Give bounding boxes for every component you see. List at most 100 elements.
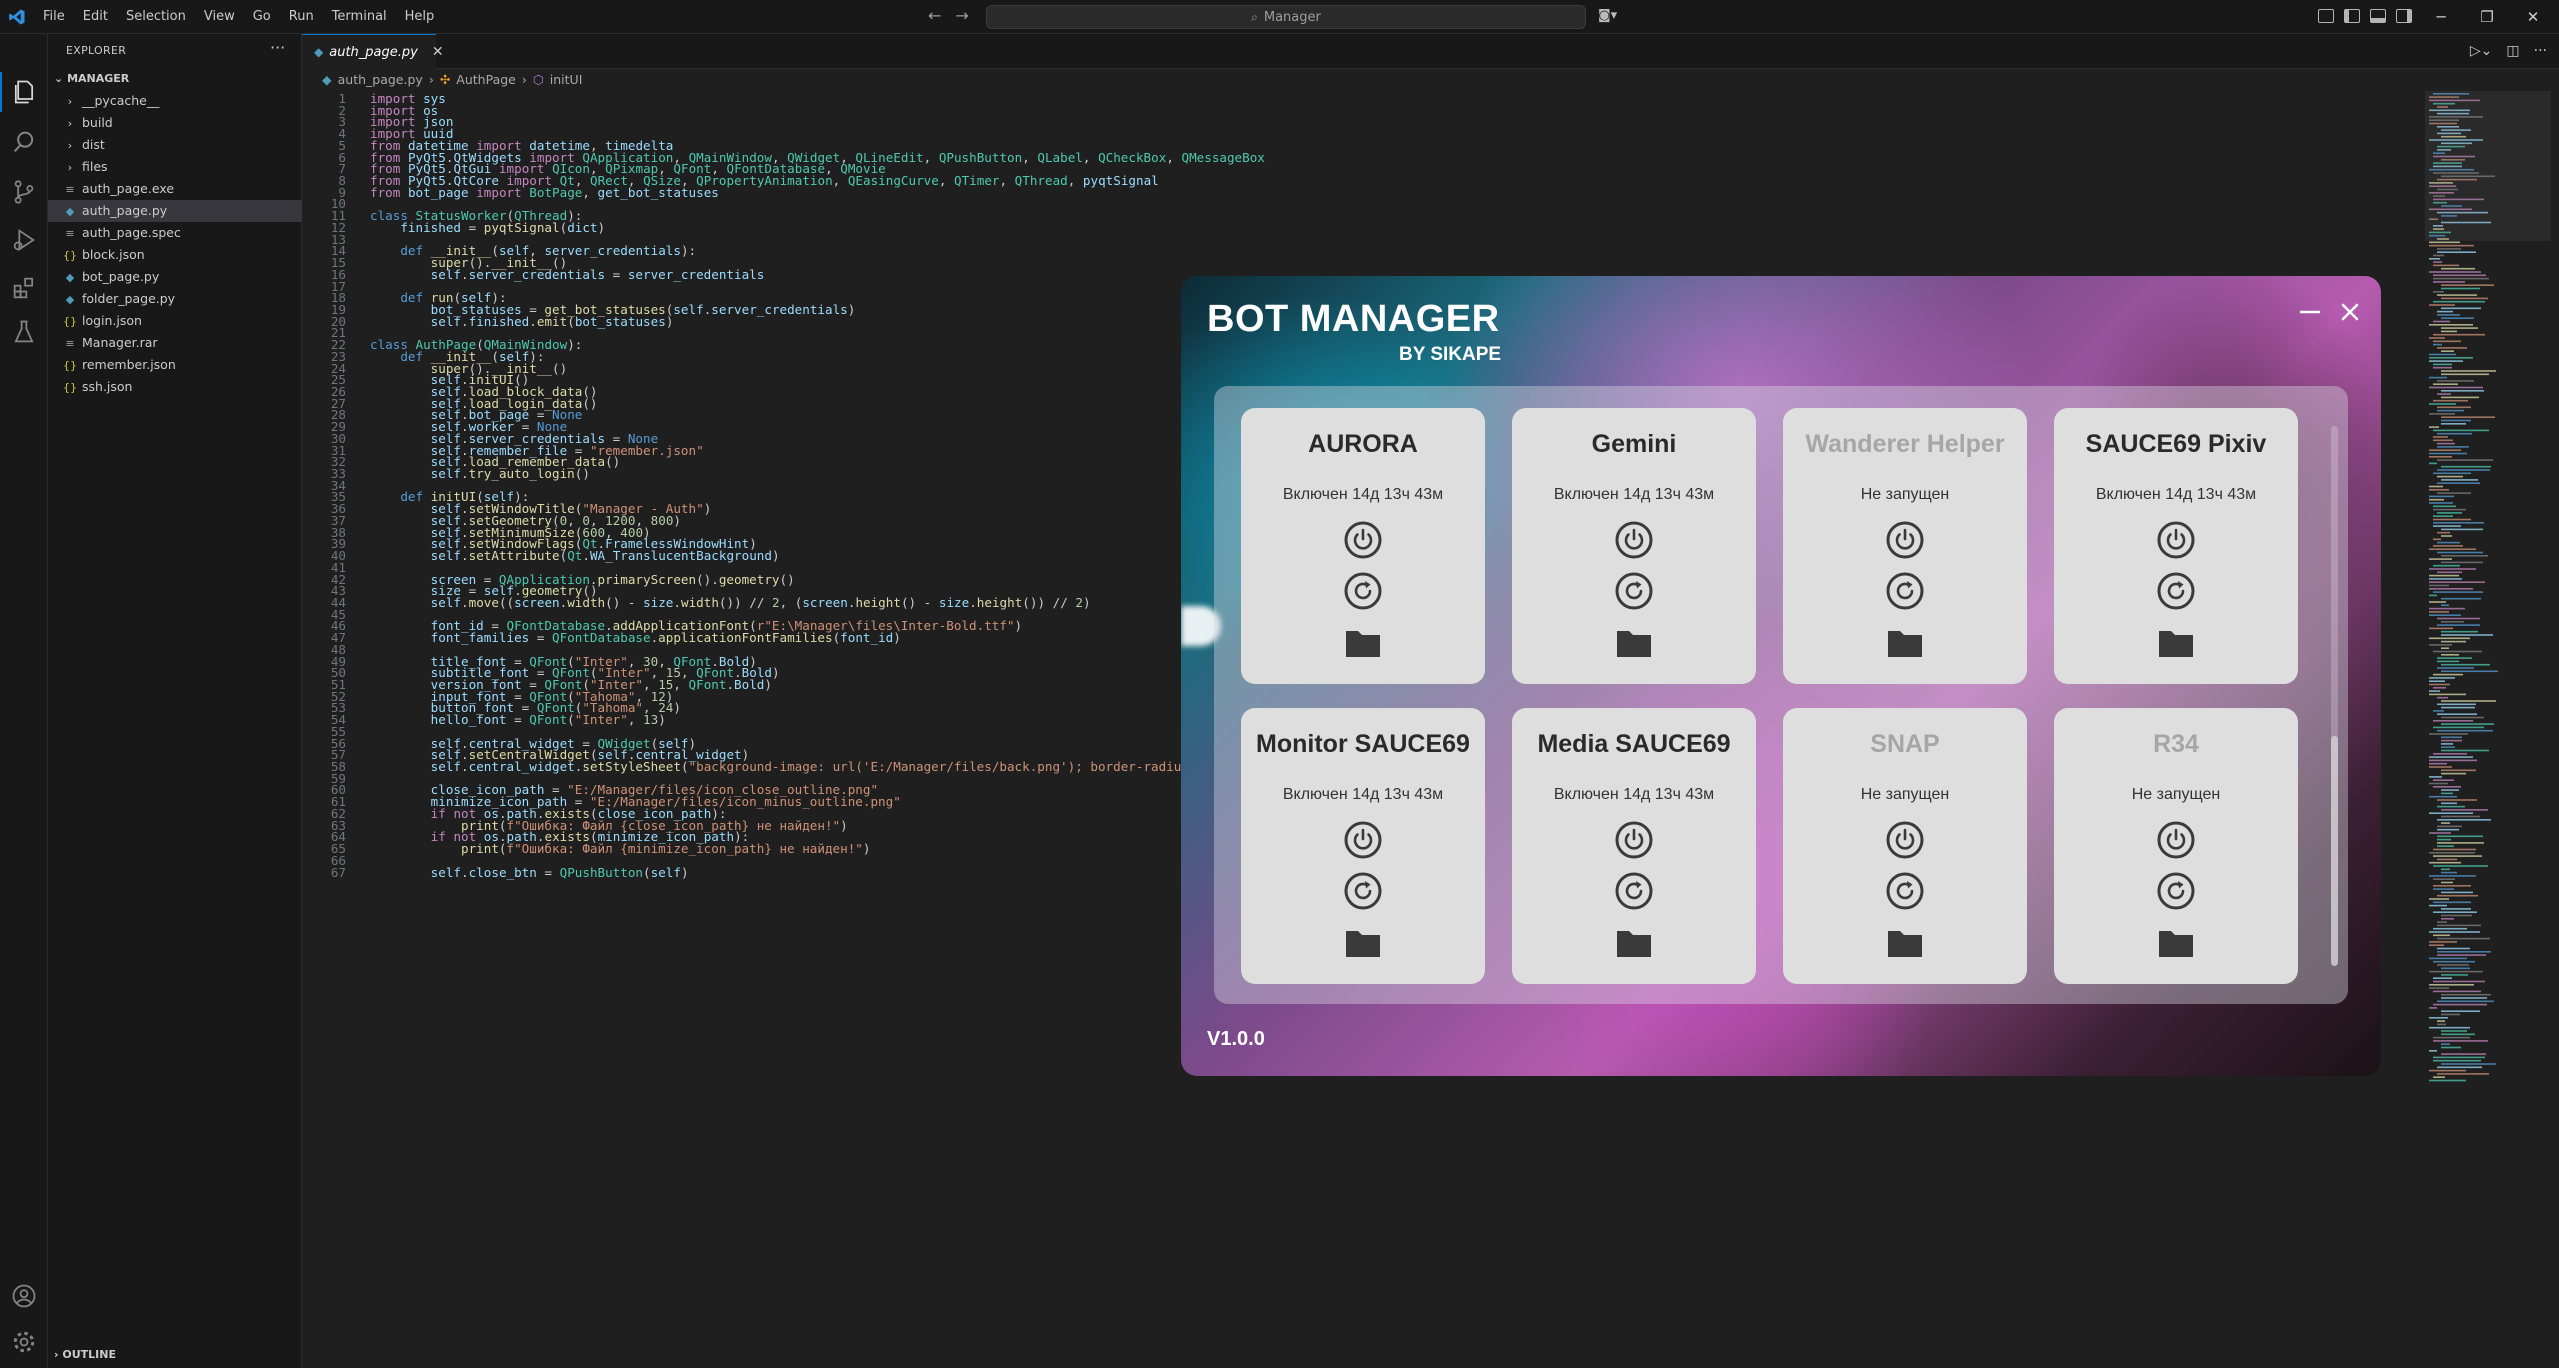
folder-chevron-icon: › (67, 117, 73, 130)
tree-item[interactable]: ◆bot_page.py (48, 266, 302, 288)
menu-run[interactable]: Run (288, 9, 314, 24)
minimap-slider[interactable] (2425, 91, 2551, 241)
folder-icon[interactable] (1614, 622, 1654, 662)
restart-icon[interactable] (2156, 871, 2196, 911)
vscode-logo-icon (9, 9, 25, 25)
explorer-icon[interactable] (10, 78, 38, 106)
restart-icon[interactable] (1885, 571, 1925, 611)
tree-item[interactable]: ◆auth_page.py (48, 200, 302, 222)
editor-scrollbar[interactable] (2551, 91, 2559, 1368)
restart-icon[interactable] (1343, 571, 1383, 611)
power-icon[interactable] (1614, 820, 1654, 860)
tree-item[interactable]: ›files (48, 156, 302, 178)
restart-icon[interactable] (1343, 871, 1383, 911)
command-center-search[interactable]: ⌕ Manager (986, 5, 1586, 29)
minimap-line (2437, 482, 2480, 484)
breadcrumb-item[interactable]: auth_page.py (337, 72, 423, 87)
minimap[interactable] (2425, 91, 2551, 1091)
back-arrow-icon[interactable]: ← (928, 6, 942, 25)
tree-item[interactable]: {}block.json (48, 244, 302, 266)
tab-close-icon[interactable]: ✕ (431, 44, 444, 60)
window-close-icon[interactable]: ✕ (2526, 8, 2540, 26)
tree-item[interactable]: ≡auth_page.spec (48, 222, 302, 244)
testing-icon[interactable] (10, 318, 38, 346)
power-icon[interactable] (1343, 820, 1383, 860)
search-view-icon[interactable] (10, 128, 38, 156)
toggle-primary-panel-icon[interactable] (2344, 9, 2360, 23)
folder-icon[interactable] (2156, 922, 2196, 962)
menu-terminal[interactable]: Terminal (331, 9, 387, 24)
more-actions-icon[interactable]: ··· (270, 38, 286, 57)
extensions-icon[interactable] (10, 274, 38, 302)
minimap-line (2437, 858, 2457, 861)
split-editor-icon[interactable]: ◫ (2506, 43, 2520, 59)
power-icon[interactable] (1885, 520, 1925, 560)
folder-icon[interactable] (1885, 622, 1925, 662)
root-folder[interactable]: ⌄ MANAGER (54, 72, 129, 85)
window-minimize-icon[interactable]: ─ (2436, 8, 2446, 26)
line-number: 16 (330, 266, 346, 282)
menu-file[interactable]: File (43, 9, 65, 24)
tree-item[interactable]: ≡Manager.rar (48, 332, 302, 354)
tree-item[interactable]: {}login.json (48, 310, 302, 332)
tree-item-label: auth_page.py (82, 203, 168, 218)
power-icon[interactable] (1614, 520, 1654, 560)
tree-item[interactable]: ›__pycache__ (48, 90, 302, 112)
window-restore-icon[interactable]: ❐ (2480, 8, 2494, 26)
folder-icon[interactable] (1343, 922, 1383, 962)
menu-view[interactable]: View (203, 9, 235, 24)
power-icon[interactable] (2156, 520, 2196, 560)
editor-more-icon[interactable]: ··· (2533, 43, 2547, 59)
power-icon[interactable] (1885, 820, 1925, 860)
minimap-line (2429, 99, 2480, 102)
settings-gear-icon[interactable] (10, 1328, 38, 1356)
account-icon[interactable] (10, 1282, 38, 1310)
minimap-line (2437, 442, 2455, 445)
line-number: 47 (330, 630, 346, 646)
restart-icon[interactable] (1614, 571, 1654, 611)
toggle-secondary-sidebar-icon[interactable] (2396, 9, 2412, 23)
minimap-line (2429, 241, 2460, 244)
bots-scrollbar-thumb[interactable] (2331, 736, 2338, 966)
tree-item[interactable]: ≡auth_page.exe (48, 178, 302, 200)
minimize-icon[interactable] (2298, 300, 2322, 324)
folder-icon[interactable] (1343, 622, 1383, 662)
outline-section[interactable]: › OUTLINE (54, 1348, 116, 1361)
menu-go[interactable]: Go (252, 9, 271, 24)
line-number: 18 (330, 290, 346, 306)
toggle-panel-icon[interactable] (2370, 9, 2386, 23)
minimap-line (2433, 885, 2471, 887)
tree-item[interactable]: ◆folder_page.py (48, 288, 302, 310)
close-icon[interactable] (2338, 300, 2362, 324)
copilot-icon[interactable]: ◙▾ (1598, 8, 1618, 23)
source-control-icon[interactable] (10, 178, 38, 206)
bots-scrollbar[interactable] (2331, 426, 2338, 966)
tree-item[interactable]: ›build (48, 112, 302, 134)
restart-icon[interactable] (1885, 871, 1925, 911)
power-icon[interactable] (2156, 820, 2196, 860)
menu-selection[interactable]: Selection (125, 9, 186, 24)
tree-item[interactable]: {}remember.json (48, 354, 302, 376)
code-line: import json (370, 114, 454, 130)
run-debug-icon[interactable] (10, 226, 38, 254)
minimap-line (2441, 479, 2478, 481)
folder-icon[interactable] (1885, 922, 1925, 962)
tab-auth-page[interactable]: ◆ auth_page.py ✕ (302, 34, 444, 69)
breadcrumb-item[interactable]: AuthPage (456, 72, 516, 87)
restart-icon[interactable] (2156, 571, 2196, 611)
minimap-line (2441, 465, 2491, 468)
minimap-line (2433, 1040, 2488, 1042)
folder-icon[interactable] (1614, 922, 1654, 962)
tree-item[interactable]: ›dist (48, 134, 302, 156)
tree-item[interactable]: {}ssh.json (48, 376, 302, 398)
toggle-sidebar-icon[interactable] (2318, 9, 2334, 23)
breadcrumb-item[interactable]: initUI (549, 72, 583, 87)
restart-icon[interactable] (1614, 871, 1654, 911)
folder-icon[interactable] (2156, 622, 2196, 662)
menu-edit[interactable]: Edit (82, 9, 108, 24)
power-icon[interactable] (1343, 520, 1383, 560)
forward-arrow-icon[interactable]: → (955, 6, 969, 25)
run-file-icon[interactable]: ▷⌄ (2469, 43, 2493, 59)
menu-help[interactable]: Help (404, 9, 435, 24)
